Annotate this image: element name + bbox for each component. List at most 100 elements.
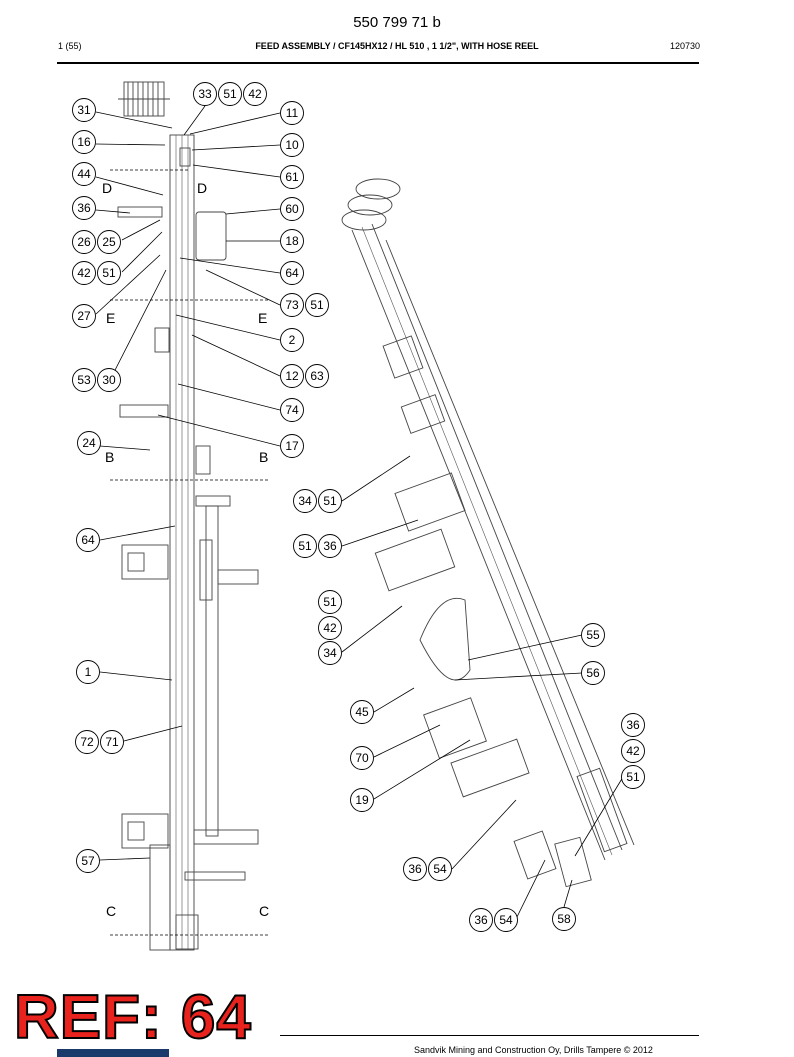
callout-56: 56 xyxy=(581,661,605,685)
rod-holder-iso-upper xyxy=(394,472,466,532)
callout-42: 42 xyxy=(318,616,342,640)
callout-34: 34 xyxy=(318,641,342,665)
callout-55: 55 xyxy=(581,623,605,647)
footer-rule xyxy=(280,1035,699,1036)
svg-text:60: 60 xyxy=(285,202,299,216)
svg-text:25: 25 xyxy=(102,235,116,249)
svg-text:42: 42 xyxy=(323,621,337,635)
callout-51: 51 xyxy=(293,534,317,558)
svg-text:56: 56 xyxy=(586,666,600,680)
callout-10: 10 xyxy=(280,133,304,157)
svg-text:51: 51 xyxy=(323,494,337,508)
callout-2: 2 xyxy=(280,328,304,352)
svg-text:58: 58 xyxy=(557,912,571,926)
callout-51: 51 xyxy=(218,82,242,106)
svg-text:42: 42 xyxy=(77,266,91,280)
callout-63: 63 xyxy=(305,364,329,388)
callout-16: 16 xyxy=(72,130,96,154)
callout-34: 34 xyxy=(293,489,317,513)
callout-31: 31 xyxy=(72,98,96,122)
sandvik-logo xyxy=(57,1049,169,1057)
callout-42: 42 xyxy=(72,261,96,285)
section-label: E xyxy=(106,310,115,326)
svg-text:36: 36 xyxy=(626,718,640,732)
callout-54: 54 xyxy=(428,857,452,881)
callout-42: 42 xyxy=(621,739,645,763)
svg-text:64: 64 xyxy=(285,266,299,280)
callout-72: 72 xyxy=(75,730,99,754)
svg-text:19: 19 xyxy=(355,793,369,807)
callout-51: 51 xyxy=(318,590,342,614)
callout-58: 58 xyxy=(552,907,576,931)
callout-12: 12 xyxy=(280,364,304,388)
svg-text:1: 1 xyxy=(85,665,92,679)
callout-51: 51 xyxy=(621,765,645,789)
svg-text:51: 51 xyxy=(626,770,640,784)
svg-text:16: 16 xyxy=(77,135,91,149)
callout-36: 36 xyxy=(621,713,645,737)
section-label: D xyxy=(102,180,112,196)
svg-text:2: 2 xyxy=(289,333,296,347)
callout-64: 64 xyxy=(76,528,100,552)
svg-text:27: 27 xyxy=(77,309,91,323)
page-number: 1 (55) xyxy=(58,41,82,51)
svg-text:30: 30 xyxy=(102,373,116,387)
svg-text:64: 64 xyxy=(81,533,95,547)
callout-54: 54 xyxy=(494,908,518,932)
drawing-title: FEED ASSEMBLY / CF145HX12 / HL 510 , 1 1… xyxy=(255,41,539,51)
section-label: B xyxy=(259,449,268,465)
hydraulic-unit xyxy=(195,211,227,261)
callout-57: 57 xyxy=(76,849,100,873)
section-label: D xyxy=(197,180,207,196)
callout-71: 71 xyxy=(100,730,124,754)
feed-isometric-view xyxy=(341,178,635,888)
svg-text:34: 34 xyxy=(298,494,312,508)
svg-text:55: 55 xyxy=(586,628,600,642)
svg-text:54: 54 xyxy=(499,913,513,927)
svg-text:74: 74 xyxy=(285,403,299,417)
leader-lines xyxy=(95,105,624,920)
svg-text:34: 34 xyxy=(323,646,337,660)
callout-33: 33 xyxy=(193,82,217,106)
svg-text:51: 51 xyxy=(223,87,237,101)
document-number: 550 799 71 b xyxy=(353,14,441,31)
svg-text:42: 42 xyxy=(626,744,640,758)
callout-73: 73 xyxy=(280,293,304,317)
hose-reel-top xyxy=(355,178,401,200)
svg-text:17: 17 xyxy=(285,439,299,453)
svg-text:71: 71 xyxy=(105,735,119,749)
callout-1: 1 xyxy=(76,660,100,684)
callout-27: 27 xyxy=(72,304,96,328)
svg-text:33: 33 xyxy=(198,87,212,101)
svg-text:44: 44 xyxy=(77,167,91,181)
callout-60: 60 xyxy=(280,197,304,221)
svg-text:51: 51 xyxy=(102,266,116,280)
svg-text:51: 51 xyxy=(310,298,324,312)
callout-17: 17 xyxy=(280,434,304,458)
svg-text:36: 36 xyxy=(408,862,422,876)
footer-copyright: Sandvik Mining and Construction Oy, Dril… xyxy=(414,1045,653,1055)
callout-61: 61 xyxy=(280,165,304,189)
svg-text:31: 31 xyxy=(77,103,91,117)
svg-text:10: 10 xyxy=(285,138,299,152)
svg-text:24: 24 xyxy=(82,436,96,450)
svg-text:73: 73 xyxy=(285,298,299,312)
section-markers: D D E E B B C C xyxy=(102,169,270,936)
callout-70: 70 xyxy=(350,746,374,770)
drawing-code: 120730 xyxy=(669,41,700,51)
svg-text:36: 36 xyxy=(323,539,337,553)
callout-25: 25 xyxy=(97,230,121,254)
svg-text:63: 63 xyxy=(310,369,324,383)
callout-53: 53 xyxy=(72,368,96,392)
svg-text:18: 18 xyxy=(285,234,299,248)
callout-51: 51 xyxy=(318,489,342,513)
callout-26: 26 xyxy=(72,230,96,254)
callout-36: 36 xyxy=(469,908,493,932)
callout-64: 64 xyxy=(280,261,304,285)
svg-text:51: 51 xyxy=(298,539,312,553)
callout-19: 19 xyxy=(350,788,374,812)
section-label: B xyxy=(105,449,114,465)
centralizer xyxy=(419,598,471,681)
ref-label: REF: 64 xyxy=(13,982,252,1053)
